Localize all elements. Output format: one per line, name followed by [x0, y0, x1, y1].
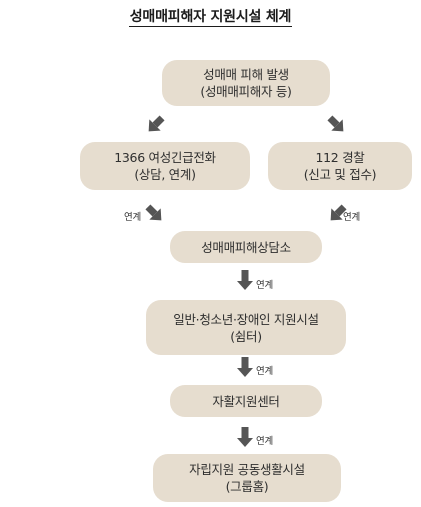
arrow-victim-to-hotline [148, 115, 165, 132]
arrow-hotline-to-counseling [145, 204, 162, 221]
arrow-selfsupport-to-grouphome [237, 427, 253, 447]
node-counseling: 성매매피해상담소 [170, 231, 322, 263]
node-hotline-line1: 1366 여성긴급전화 [114, 150, 216, 165]
node-police: 112 경찰 (신고 및 접수) [268, 142, 412, 190]
arrow-victim-to-police [327, 115, 344, 132]
edge-label-shelter-to-selfsupport: 연계 [256, 366, 274, 377]
arrow-shelter-to-selfsupport [237, 357, 253, 377]
node-selfsupport-line1: 자활지원센터 [212, 393, 280, 409]
node-shelter: 일반·청소년·장애인 지원시설 (쉼터) [146, 300, 346, 355]
node-police-line1: 112 경찰 [315, 150, 365, 165]
edge-label-selfsupport-to-grouphome: 연계 [256, 436, 274, 447]
arrow-counseling-to-shelter [237, 270, 253, 290]
node-victim-line2: (성매매피해자 등) [200, 84, 292, 99]
node-hotline: 1366 여성긴급전화 (상담, 연계) [80, 142, 250, 190]
node-police-line2: (신고 및 접수) [303, 167, 377, 182]
node-group-home-line1: 자립지원 공동생활시설 [189, 462, 305, 477]
node-victim: 성매매 피해 발생 (성매매피해자 등) [162, 60, 330, 106]
edge-label-police-to-counseling: 연계 [343, 212, 361, 223]
node-victim-line1: 성매매 피해 발생 [203, 67, 289, 82]
edge-label-counseling-to-shelter: 연계 [256, 280, 274, 291]
node-counseling-line1: 성매매피해상담소 [201, 239, 291, 255]
node-hotline-line2: (상담, 연계) [134, 167, 196, 182]
node-shelter-line2: (쉼터) [230, 328, 262, 344]
node-shelter-line1: 일반·청소년·장애인 지원시설 [173, 311, 319, 327]
edge-label-hotline-to-counseling: 연계 [124, 212, 142, 223]
arrow-police-to-counseling [330, 204, 347, 221]
node-selfsupport: 자활지원센터 [170, 385, 322, 417]
node-group-home-line2: (그룹홈) [225, 479, 269, 494]
node-group-home: 자립지원 공동생활시설 (그룹홈) [153, 454, 341, 502]
diagram-title: 성매매피해자 지원시설 체계 [128, 9, 293, 27]
